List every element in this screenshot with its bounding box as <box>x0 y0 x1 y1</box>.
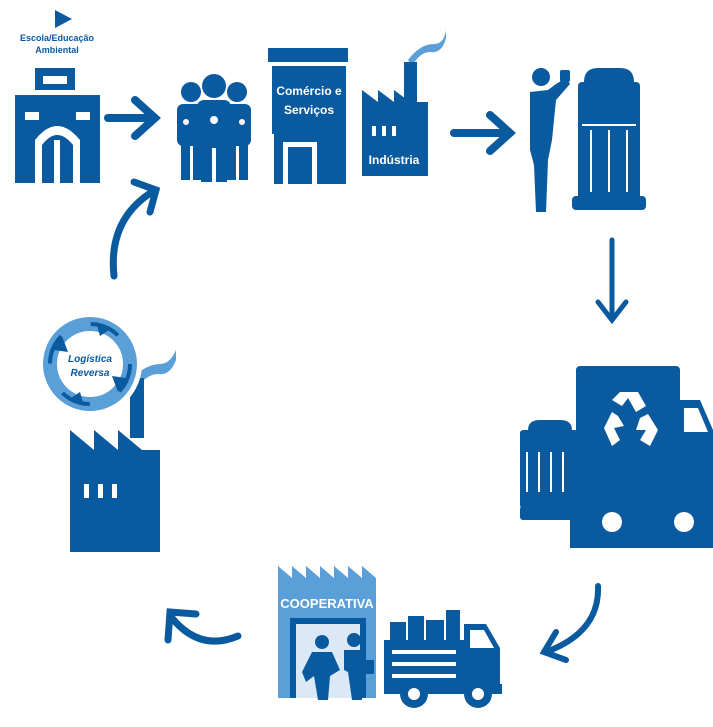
people-group-icon <box>177 74 251 182</box>
arrow-right-icon <box>104 96 161 140</box>
store-icon <box>268 48 348 184</box>
logistics-label-line1: Logística <box>68 354 112 365</box>
person-disposing-icon <box>530 68 570 212</box>
logistics-label-line2: Reversa <box>71 368 110 379</box>
recycling-truck-icon <box>520 366 713 548</box>
curved-arrow-icon <box>109 178 161 280</box>
curved-arrow-icon <box>164 608 242 645</box>
store-label-line2: Serviços <box>284 103 334 117</box>
reverse-logistics-cycle-icon <box>38 312 142 416</box>
curved-arrow-icon <box>539 583 602 663</box>
store-label-line1: Comércio e <box>276 84 342 98</box>
school-building-icon <box>15 10 100 183</box>
workers-icon <box>302 633 374 700</box>
flag-icon <box>55 10 72 28</box>
recycle-symbol-icon <box>604 392 658 446</box>
cargo-truck-icon <box>384 610 502 708</box>
arrow-down-icon <box>595 237 629 325</box>
cooperative-label: COOPERATIVA <box>280 596 374 611</box>
waste-bin-icon <box>572 68 646 210</box>
industry-label: Indústria <box>369 153 420 167</box>
school-label-line2: Ambiental <box>35 45 79 55</box>
arrow-right-icon <box>450 111 516 155</box>
factory-icon <box>362 30 446 176</box>
school-label-line1: Escola/Educação <box>20 33 95 43</box>
recycling-factory-icon <box>70 350 176 552</box>
